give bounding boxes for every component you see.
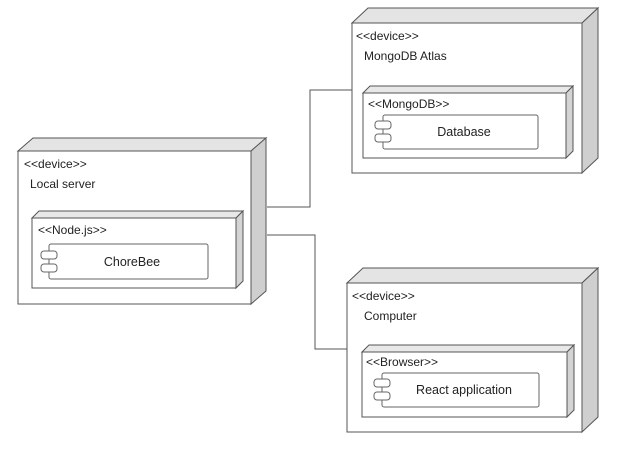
- env-browser-stereotype: <<Browser>>: [366, 355, 438, 369]
- env-mongodb: <<MongoDB>> Database: [361, 84, 575, 160]
- component-icon-tab-bottom: [40, 263, 58, 273]
- env-nodejs: <<Node.js>> ChoreBee: [30, 209, 245, 290]
- component-icon-tab-top: [40, 250, 58, 260]
- env-browser-top-face: [360, 344, 576, 353]
- node-mongodb-atlas-top-face: [350, 7, 600, 24]
- node-local-server-stereotype: <<device>>: [24, 157, 87, 171]
- component-database: Database: [374, 114, 539, 150]
- env-nodejs-side-face: [235, 209, 244, 290]
- component-react-application-box: [381, 372, 540, 408]
- env-nodejs-stereotype: <<Node.js>>: [38, 223, 107, 237]
- connectors: [267, 89, 352, 350]
- component-react-application: React application: [373, 372, 540, 408]
- component-icon-tab-top: [373, 378, 391, 388]
- component-react-application-label: React application: [416, 383, 512, 397]
- node-local-server: <<device>> Local server <<Node.js>> Chor…: [16, 136, 268, 306]
- component-chorebee-box: [48, 243, 209, 280]
- component-chorebee-label: ChoreBee: [104, 255, 160, 269]
- node-mongodb-atlas: <<device>> MongoDB Atlas <<MongoDB>> Dat…: [350, 6, 600, 175]
- env-browser: <<Browser>> React application: [360, 343, 576, 419]
- env-browser-side-face: [566, 343, 575, 419]
- env-nodejs-top-face: [30, 210, 245, 219]
- node-computer-stereotype: <<device>>: [352, 289, 415, 303]
- node-local-server-side-face: [250, 136, 267, 306]
- node-computer-name: Computer: [364, 309, 417, 323]
- component-database-box: [382, 114, 539, 150]
- env-mongodb-side-face: [565, 84, 574, 160]
- node-mongodb-atlas-name: MongoDB Atlas: [364, 49, 447, 63]
- node-computer-side-face: [581, 266, 599, 434]
- env-mongodb-top-face: [361, 85, 575, 94]
- component-icon-tab-bottom: [373, 391, 391, 401]
- node-local-server-name: Local server: [30, 177, 95, 191]
- component-database-label: Database: [437, 125, 491, 139]
- component-chorebee: ChoreBee: [40, 243, 209, 280]
- node-local-server-top-face: [16, 137, 268, 152]
- connector-local-to-mongodb: [267, 89, 352, 208]
- component-icon-tab-bottom: [374, 133, 392, 143]
- connector-local-to-computer: [267, 234, 347, 350]
- node-mongodb-atlas-side-face: [581, 6, 599, 175]
- env-mongodb-stereotype: <<MongoDB>>: [368, 97, 449, 111]
- component-icon-tab-top: [374, 120, 392, 130]
- node-computer-top-face: [345, 267, 600, 284]
- node-mongodb-atlas-stereotype: <<device>>: [356, 29, 419, 43]
- node-computer: <<device>> Computer <<Browser>> React ap…: [345, 266, 600, 434]
